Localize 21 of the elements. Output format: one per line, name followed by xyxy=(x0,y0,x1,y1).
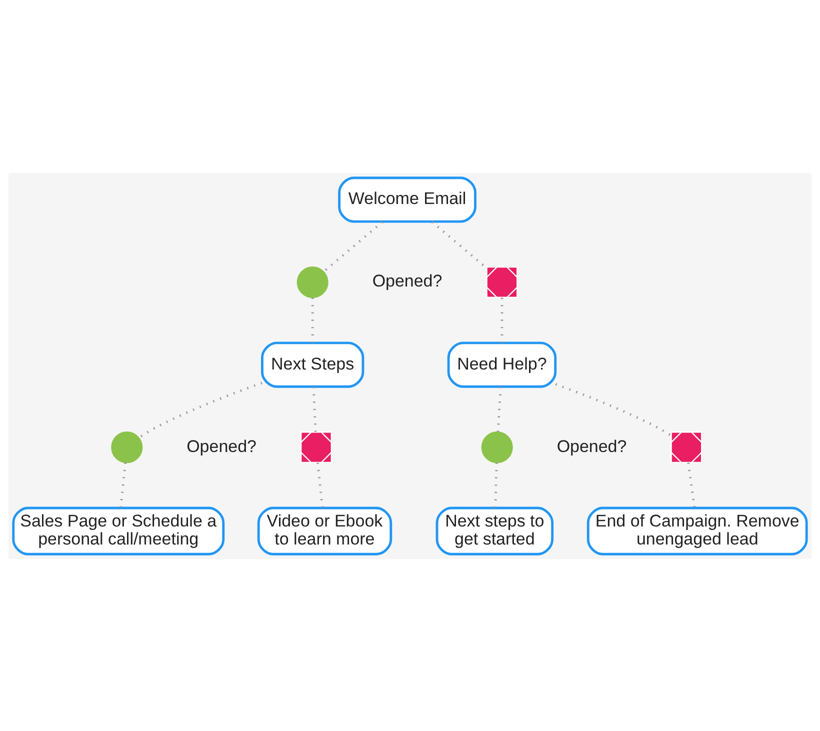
node-box: Next Steps xyxy=(261,341,364,388)
connector xyxy=(555,382,672,436)
node-box: Need Help? xyxy=(447,341,557,388)
node-box: Next steps to get started xyxy=(436,506,554,555)
connector xyxy=(119,462,127,508)
node-check xyxy=(481,431,513,463)
node-check xyxy=(296,266,328,298)
connector xyxy=(138,381,262,438)
node-box: Welcome Email xyxy=(338,176,476,222)
connector xyxy=(322,220,384,272)
connector xyxy=(687,462,696,508)
node-box: Sales Page or Schedule a personal call/meeting xyxy=(12,506,225,555)
label: Opened? xyxy=(372,271,442,290)
label: Opened? xyxy=(186,436,256,456)
connector xyxy=(496,386,502,432)
label: Opened? xyxy=(556,436,627,456)
connector xyxy=(312,386,317,432)
node-box: Video or Ebook to learn more xyxy=(257,506,392,555)
connector xyxy=(316,462,324,508)
node-box: End of Campaign. Remove unengaged lead xyxy=(586,506,808,555)
node-check xyxy=(111,431,143,463)
